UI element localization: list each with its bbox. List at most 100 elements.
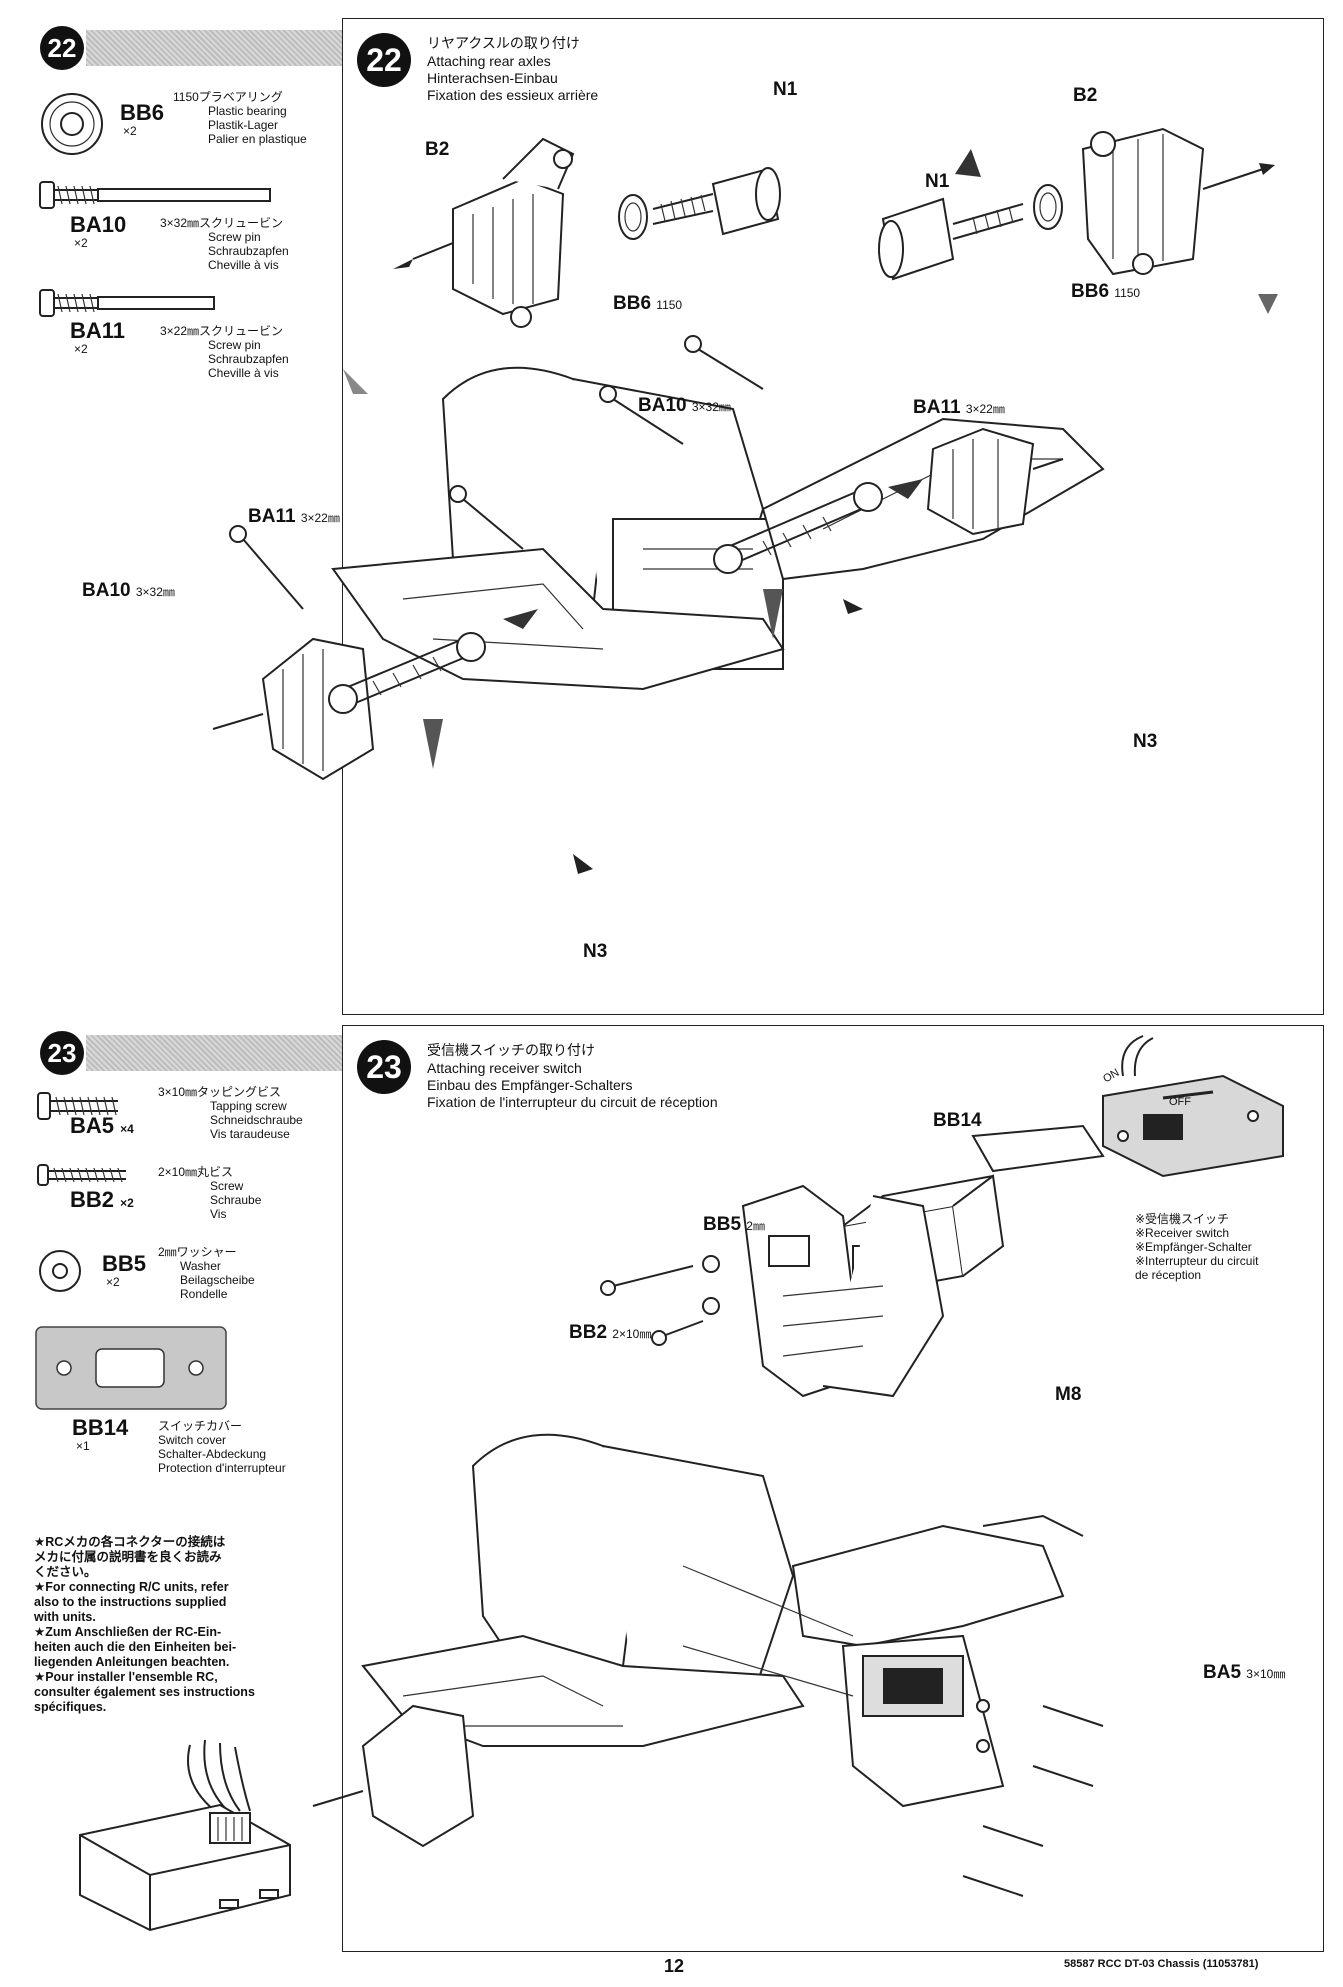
label-ba10-left-code: BA10 [82, 580, 131, 601]
bb2-desc: Screw Schraube Vis [210, 1179, 261, 1221]
bb6-code: BB6 [120, 100, 165, 125]
ba5-qty: ×4 [120, 1122, 134, 1136]
bb6-desc-en: Plastic bearing [208, 104, 287, 118]
step22-title-de: Hinterachsen-Einbau [427, 70, 558, 86]
bb14-code: BB14 [72, 1415, 129, 1440]
step23-title-jp: 受信機スイッチの取り付け [427, 1042, 595, 1058]
bb6-desc: Plastic bearing Plastik-Lager Palier en … [208, 104, 307, 146]
bb5-desc-de: Beilagscheibe [180, 1273, 255, 1287]
note-line: with units. [34, 1610, 96, 1624]
bb5-qty: ×2 [106, 1275, 120, 1289]
label-bb14: BB14 [933, 1110, 982, 1131]
ba5-desc-en: Tapping screw [210, 1099, 287, 1113]
bb2-desc-fr: Vis [210, 1207, 227, 1221]
switch-note-fr-2: de réception [1135, 1268, 1202, 1282]
ba11-desc-de: Schraubzapfen [208, 352, 289, 366]
label-bb2: BB2 2×10㎜ [569, 1322, 651, 1344]
ba5-desc: Tapping screw Schneidschraube Vis taraud… [210, 1099, 303, 1141]
step22-title-jp: リヤアクスルの取り付け [427, 35, 580, 51]
bb2-desc-en: Screw [210, 1179, 244, 1193]
label-ba11-left-code: BA11 [248, 506, 296, 527]
label-bb5-code: BB5 [703, 1214, 742, 1235]
bb5-desc-en: Washer [180, 1259, 221, 1273]
left-hub-exploded-drawing [393, 137, 781, 328]
bb5-jp: 2㎜ワッシャー [158, 1245, 237, 1259]
label-ba11-top-sub: 3×22㎜ [965, 402, 1005, 416]
tapping-screw-icon [37, 1092, 118, 1120]
step23-badge: 23 [357, 1040, 411, 1094]
switch-mount-exploded-drawing [600, 1124, 1105, 1398]
switch-note-jp: ※受信機スイッチ [1135, 1212, 1230, 1226]
label-bb5-sub: 2㎜ [746, 1219, 765, 1233]
label-b2-left: B2 [425, 139, 450, 160]
ba11-code: BA11 [70, 318, 126, 343]
ba10-jp: 3×32㎜スクリュービン [160, 216, 284, 230]
note-line: heiten auch die den Einheiten bei- [34, 1640, 237, 1654]
step23-parts-panel: 23 BA5 ×4 3×10㎜タッピングビス Tapping screw Sch… [30, 1025, 342, 1955]
label-bb6-right-code: BB6 [1071, 281, 1110, 302]
ba5-desc-de: Schneidschraube [210, 1113, 303, 1127]
step22-title-fr: Fixation des essieux arrière [427, 87, 599, 103]
ba11-jp: 3×22㎜スクリュービン [160, 324, 284, 338]
footer-product: 58587 RCC DT-03 Chassis (11053781) [1064, 1958, 1259, 1970]
bb14-desc-en: Switch cover [158, 1433, 227, 1447]
ba10-desc-en: Screw pin [208, 230, 261, 244]
label-bb6-left-code: BB6 [613, 293, 652, 314]
label-ba10-top-sub: 3×32㎜ [691, 400, 731, 414]
label-bb6-left-sub: 1150 [656, 298, 683, 312]
note-line: メカに付属の説明書を良くお読み [34, 1550, 222, 1564]
step23-title-de: Einbau des Empfänger-Schalters [427, 1077, 633, 1093]
bb2-code: BB2 ×2 [70, 1187, 134, 1213]
bb5-desc-fr: Rondelle [180, 1287, 228, 1301]
label-bb6-right-sub: 1150 [1114, 286, 1141, 300]
step22-title: Attaching rear axles Hinterachsen-Einbau… [427, 53, 598, 104]
page-number: 12 [664, 1956, 685, 1976]
bb14-qty: ×1 [76, 1439, 90, 1453]
ba11-desc-fr: Cheville à vis [208, 366, 279, 380]
bb6-desc-fr: Palier en plastique [208, 132, 307, 146]
rc-connection-notes: ★RCメカの各コネクターの接続は メカに付属の説明書を良くお読み ください。 ★… [34, 1535, 324, 1715]
bb14-jp: スイッチカバー [158, 1419, 243, 1433]
ba5-desc-fr: Vis taraudeuse [210, 1127, 290, 1141]
bb5-code: BB5 [102, 1251, 147, 1276]
label-n1-left: N1 [773, 79, 798, 100]
label-bb6-left: BB6 1150 [613, 293, 682, 315]
label-ba10-top: BA10 3×32㎜ [638, 395, 731, 417]
step23-title-en: Attaching receiver switch [427, 1060, 582, 1076]
bb6-qty: ×2 [123, 124, 137, 138]
bb5-desc: Washer Beilagscheibe Rondelle [180, 1259, 255, 1301]
step22-diagram-panel: 22 リヤアクスルの取り付け Attaching rear axles Hint… [212, 18, 1324, 1015]
label-bb6-right: BB6 1150 [1071, 281, 1140, 303]
ba11-qty: ×2 [74, 342, 88, 356]
switch-note-en: ※Receiver switch [1135, 1226, 1230, 1240]
note-line: ★Zum Anschließen der RC-Ein- [34, 1625, 222, 1639]
bb2-code-text: BB2 [70, 1187, 115, 1212]
step23-parts-badge: 23 [40, 1031, 84, 1075]
bb6-desc-de: Plastik-Lager [208, 118, 279, 132]
label-n3-right: N3 [1133, 731, 1158, 752]
label-ba5: BA5 3×10㎜ [1203, 1662, 1285, 1684]
receiver-switch-drawing [1102, 1035, 1284, 1178]
label-bb2-code: BB2 [569, 1322, 608, 1343]
bb14-desc: Switch cover Schalter-Abdeckung Protecti… [158, 1433, 286, 1475]
label-bb2-sub: 2×10㎜ [612, 1327, 652, 1341]
label-ba5-code: BA5 [1203, 1662, 1242, 1683]
note-line: liegenden Anleitungen beachten. [34, 1655, 230, 1669]
label-n3-bottom: N3 [583, 941, 608, 962]
label-n1-right: N1 [925, 171, 950, 192]
note-line: also to the instructions supplied [34, 1595, 227, 1609]
switch-off-label: OFF [1169, 1096, 1191, 1108]
washer-icon [39, 1250, 81, 1292]
ba11-desc: Screw pin Schraubzapfen Cheville à vis [208, 338, 289, 380]
label-ba10-left: BA10 3×32㎜ [82, 580, 175, 602]
step23-stripe [86, 1035, 342, 1071]
plastic-bearing-icon [41, 93, 103, 155]
switch-note-fr: ※Interrupteur du circuit [1135, 1254, 1259, 1268]
label-ba10-left-sub: 3×32㎜ [135, 585, 175, 599]
step22-badge: 22 [357, 33, 411, 87]
ba10-qty: ×2 [74, 236, 88, 250]
label-ba11-left: BA11 3×22㎜ [248, 506, 340, 528]
bb2-jp: 2×10㎜丸ビス [158, 1165, 234, 1179]
note-line: consulter également ses instructions [34, 1685, 255, 1699]
bb14-desc-de: Schalter-Abdeckung [158, 1447, 267, 1461]
